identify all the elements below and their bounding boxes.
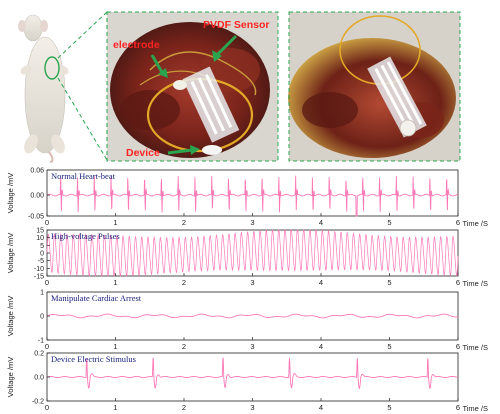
x-tick-label: 6 xyxy=(456,403,460,412)
y-tick-label: 10 xyxy=(36,235,44,242)
chart-title: Manipulate Cardiac Arrest xyxy=(51,293,142,303)
chart-title: High-voltage Pulses xyxy=(51,231,120,241)
y-tick-label: -0.2 xyxy=(32,399,44,406)
x-tick-label: 3 xyxy=(250,218,254,227)
y-tick-label: 0.00 xyxy=(30,193,44,200)
y-axis-label: Voltage /mV xyxy=(6,357,15,397)
chart-panel-4: 0 1 2 3 4 5 6 0.2 0.0 -0.2 Device Electric Stimulu… xyxy=(6,351,488,414)
x-tick-label: 2 xyxy=(182,342,186,351)
y-tick-label: 0.06 xyxy=(30,168,44,175)
y-axis-label: Voltage /mV xyxy=(6,173,15,213)
y-tick-label: 0 xyxy=(40,314,44,321)
label-pvdf-sensor: PVDF Sensor xyxy=(203,19,270,31)
x-tick-label: 4 xyxy=(319,218,323,227)
x-tick-label: 6 xyxy=(456,342,460,351)
x-tick-label: 5 xyxy=(387,218,391,227)
y-axis-label: Voltage /mV xyxy=(6,296,15,336)
x-tick-label: 2 xyxy=(182,218,186,227)
y-axis-label: Voltage /mV xyxy=(6,233,15,273)
y-tick-label: -5 xyxy=(38,258,44,265)
left-photo-frame xyxy=(106,11,279,162)
chart-title: Device Electric Stimulus xyxy=(51,354,136,364)
x-tick-label: 3 xyxy=(250,342,254,351)
x-tick-label: 5 xyxy=(387,403,391,412)
y-tick-label: 15 xyxy=(36,228,44,235)
y-tick-label: 0 xyxy=(40,251,44,258)
x-tick-label: 4 xyxy=(319,342,323,351)
rat-illustration xyxy=(18,14,69,163)
y-tick-label: 0.2 xyxy=(34,351,44,358)
y-tick-label: -10 xyxy=(34,266,44,273)
x-tick-label: 6 xyxy=(456,218,460,227)
right-photo-frame xyxy=(288,11,461,162)
implant-photo-right xyxy=(288,12,460,161)
chart-panel-1: 0 1 2 3 4 5 6 0.06 0.00 -0.05 Normal Heart-beatTim… xyxy=(6,168,488,229)
signal-trace xyxy=(46,228,459,278)
label-device: Device xyxy=(126,147,160,159)
x-axis-label: Time /S xyxy=(462,404,488,413)
signal-trace xyxy=(46,175,459,217)
y-tick-label: 1 xyxy=(40,290,44,297)
x-axis-label: Time /S xyxy=(462,279,488,288)
y-tick-label: 5 xyxy=(40,243,44,250)
x-tick-label: 0 xyxy=(45,278,49,287)
implant-photo-left: electrode PVDF Sensor Device xyxy=(107,12,278,161)
x-tick-label: 2 xyxy=(182,403,186,412)
x-tick-label: 0 xyxy=(45,403,49,412)
electrode-arrow xyxy=(150,54,168,78)
x-tick-label: 2 xyxy=(182,278,186,287)
x-tick-label: 1 xyxy=(113,403,117,412)
x-tick-label: 0 xyxy=(45,342,49,351)
x-axis-label: Time /S xyxy=(462,219,488,228)
sensor-arrow xyxy=(212,34,238,62)
x-tick-label: 0 xyxy=(45,218,49,227)
x-tick-label: 1 xyxy=(113,218,117,227)
x-tick-label: 4 xyxy=(319,278,323,287)
y-tick-label: -1 xyxy=(38,338,44,345)
x-tick-label: 5 xyxy=(387,342,391,351)
chart-title: Normal Heart-beat xyxy=(51,171,116,181)
x-tick-label: 6 xyxy=(456,278,460,287)
x-tick-label: 3 xyxy=(250,403,254,412)
x-axis-label: Time /S xyxy=(462,343,488,352)
callout-line-top xyxy=(57,11,108,59)
label-electrode: electrode xyxy=(113,39,160,51)
x-tick-label: 4 xyxy=(319,403,323,412)
x-tick-label: 1 xyxy=(113,278,117,287)
y-tick-label: 0.0 xyxy=(34,375,44,382)
implant-site-marker xyxy=(44,56,60,80)
signal-trace xyxy=(46,357,459,390)
x-tick-label: 3 xyxy=(250,278,254,287)
y-tick-label: -0.05 xyxy=(28,214,44,221)
callout-line-bottom xyxy=(57,77,108,161)
signal-trace xyxy=(46,313,459,319)
device-arrow xyxy=(167,145,200,155)
y-tick-label: -15 xyxy=(34,274,44,281)
x-tick-label: 1 xyxy=(113,342,117,351)
x-tick-label: 5 xyxy=(387,278,391,287)
